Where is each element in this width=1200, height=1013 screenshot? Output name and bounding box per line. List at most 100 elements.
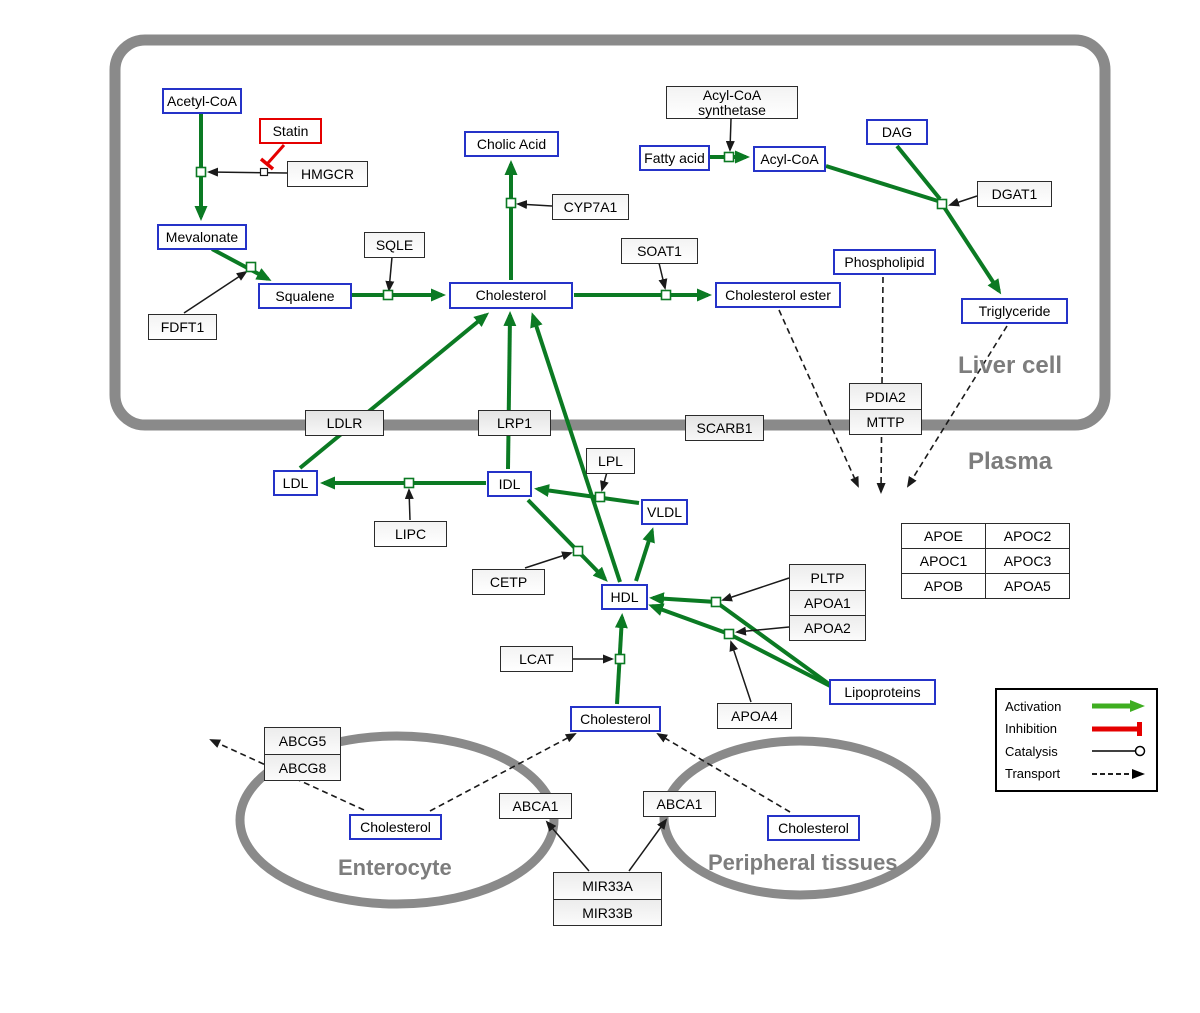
node-apoc1[interactable]: APOC1 bbox=[902, 549, 986, 574]
liver-cell-outline bbox=[109, 34, 1111, 431]
legend: Activation Inhibition Catalysis Transpor… bbox=[995, 688, 1158, 792]
node-phospholipid[interactable]: Phospholipid bbox=[833, 249, 936, 275]
edge-cyp7a1-catalysis bbox=[516, 200, 553, 210]
node-lcat[interactable]: LCAT bbox=[500, 646, 573, 672]
reaction-node bbox=[505, 197, 517, 209]
node-cholic-acid[interactable]: Cholic Acid bbox=[464, 131, 559, 157]
node-acyl-coa[interactable]: Acyl-CoA bbox=[753, 146, 826, 172]
node-soat1[interactable]: SOAT1 bbox=[621, 238, 698, 264]
reaction-node bbox=[594, 491, 606, 503]
node-apoa1[interactable]: APOA1 bbox=[790, 590, 865, 615]
node-hmgcr[interactable]: HMGCR bbox=[287, 161, 368, 187]
node-abca1-right[interactable]: ABCA1 bbox=[643, 791, 716, 817]
node-statin[interactable]: Statin bbox=[259, 118, 322, 144]
edge-apoa4-catalysis bbox=[729, 640, 752, 703]
catalysis-junction-node bbox=[259, 167, 269, 177]
node-pdia2[interactable]: PDIA2 bbox=[850, 384, 921, 409]
node-dag[interactable]: DAG bbox=[866, 119, 928, 145]
node-squalene[interactable]: Squalene bbox=[258, 283, 352, 309]
edge-dgat1-triglyceride bbox=[942, 205, 1002, 295]
node-mir33a[interactable]: MIR33A bbox=[554, 873, 661, 899]
node-idl[interactable]: IDL bbox=[487, 471, 532, 497]
reaction-node bbox=[614, 653, 626, 665]
edge-hdl-cholesterol bbox=[530, 312, 622, 583]
node-ldlr[interactable]: LDLR bbox=[305, 410, 384, 436]
edge-lipc-catalysis bbox=[404, 488, 414, 521]
apo-table: APOE APOC2 APOC1 APOC3 APOB APOA5 bbox=[901, 523, 1070, 599]
legend-row-activation: Activation bbox=[1005, 695, 1148, 717]
node-mevalonate[interactable]: Mevalonate bbox=[157, 224, 247, 250]
node-pltp[interactable]: PLTP bbox=[790, 565, 865, 590]
edge-idl-cholesterol-lrp1 bbox=[503, 311, 517, 470]
node-vldl[interactable]: VLDL bbox=[641, 499, 688, 525]
node-hdl[interactable]: HDL bbox=[601, 584, 648, 610]
statin-inhibition-tbar bbox=[259, 157, 275, 171]
reaction-node bbox=[723, 628, 735, 640]
legend-row-transport: Transport bbox=[1005, 763, 1148, 785]
edge-apoa2-catalysis bbox=[735, 626, 790, 636]
reaction-nodes bbox=[195, 151, 948, 665]
edge-hdl-vldl bbox=[634, 527, 655, 582]
node-acyl-coa-synthetase[interactable]: Acyl-CoA synthetase bbox=[666, 86, 798, 119]
node-sqle[interactable]: SQLE bbox=[364, 232, 425, 258]
node-apoe[interactable]: APOE bbox=[902, 524, 986, 549]
reaction-node bbox=[245, 261, 257, 273]
legend-row-catalysis: Catalysis bbox=[1005, 740, 1148, 762]
node-fdft1[interactable]: FDFT1 bbox=[148, 314, 217, 340]
node-cholesterol-plasma[interactable]: Cholesterol bbox=[570, 706, 661, 732]
edge-mir33-abca1-left bbox=[545, 820, 590, 872]
legend-row-inhibition: Inhibition bbox=[1005, 718, 1148, 740]
enterocyte-label: Enterocyte bbox=[338, 855, 452, 880]
reaction-node bbox=[936, 198, 948, 210]
legend-catalysis-label: Catalysis bbox=[1005, 743, 1058, 759]
node-lipc[interactable]: LIPC bbox=[374, 521, 447, 547]
node-lrp1[interactable]: LRP1 bbox=[478, 410, 551, 436]
activation-arrow-icon bbox=[1092, 700, 1145, 713]
node-apoa5[interactable]: APOA5 bbox=[986, 574, 1070, 599]
node-scarb1[interactable]: SCARB1 bbox=[685, 415, 764, 441]
node-acetyl-coa[interactable]: Acetyl-CoA bbox=[162, 88, 242, 114]
node-cetp[interactable]: CETP bbox=[472, 569, 545, 595]
reaction-node bbox=[382, 289, 394, 301]
node-cholesterol-peripheral[interactable]: Cholesterol bbox=[767, 815, 860, 841]
node-ldl[interactable]: LDL bbox=[273, 470, 318, 496]
node-cholesterol-enterocyte[interactable]: Cholesterol bbox=[349, 814, 442, 840]
edge-vldl-idl-lpl bbox=[534, 484, 640, 505]
peripheral-tissues-outline bbox=[659, 736, 941, 900]
node-cholesterol-liver[interactable]: Cholesterol bbox=[449, 282, 573, 309]
node-cholesterol-ester[interactable]: Cholesterol ester bbox=[715, 282, 841, 308]
edge-pltp-catalysis bbox=[721, 577, 790, 602]
node-lipoproteins[interactable]: Lipoproteins bbox=[829, 679, 936, 705]
reaction-node bbox=[710, 596, 722, 608]
plasma-label: Plasma bbox=[968, 448, 1053, 475]
node-triglyceride[interactable]: Triglyceride bbox=[961, 298, 1068, 324]
enterocyte-outline bbox=[235, 731, 559, 909]
inhibition-tbar-icon bbox=[1092, 721, 1142, 736]
node-apob[interactable]: APOB bbox=[902, 574, 986, 599]
node-apoa4[interactable]: APOA4 bbox=[717, 703, 792, 729]
edge-acylcoa-dgat1 bbox=[825, 164, 939, 203]
node-abcg8[interactable]: ABCG8 bbox=[265, 754, 340, 780]
node-dgat1[interactable]: DGAT1 bbox=[977, 181, 1052, 207]
catalysis-edges bbox=[183, 118, 978, 872]
edge-sqle-catalysis bbox=[385, 256, 395, 292]
node-lpl[interactable]: LPL bbox=[586, 448, 635, 474]
stack-pltp-apoa1-apoa2: PLTP APOA1 APOA2 bbox=[789, 564, 866, 641]
stack-abcg5-abcg8: ABCG5 ABCG8 bbox=[264, 727, 341, 781]
inhibition-edges bbox=[259, 144, 286, 171]
edge-idl-hdl-cetp bbox=[526, 498, 608, 582]
node-apoc2[interactable]: APOC2 bbox=[986, 524, 1070, 549]
edge-hmgcr-catalysis bbox=[207, 167, 288, 177]
reaction-node bbox=[660, 289, 672, 301]
node-mttp[interactable]: MTTP bbox=[850, 409, 921, 434]
node-abca1-left[interactable]: ABCA1 bbox=[499, 793, 572, 819]
node-mir33b[interactable]: MIR33B bbox=[554, 899, 661, 925]
node-apoa2[interactable]: APOA2 bbox=[790, 615, 865, 640]
node-abcg5[interactable]: ABCG5 bbox=[265, 728, 340, 754]
node-fatty-acid[interactable]: Fatty acid bbox=[639, 145, 710, 171]
edge-peripheral-cholesterol-plasma bbox=[656, 732, 791, 813]
node-cyp7a1[interactable]: CYP7A1 bbox=[552, 194, 629, 220]
node-apoc3[interactable]: APOC3 bbox=[986, 549, 1070, 574]
compartment-shapes bbox=[109, 34, 1111, 909]
